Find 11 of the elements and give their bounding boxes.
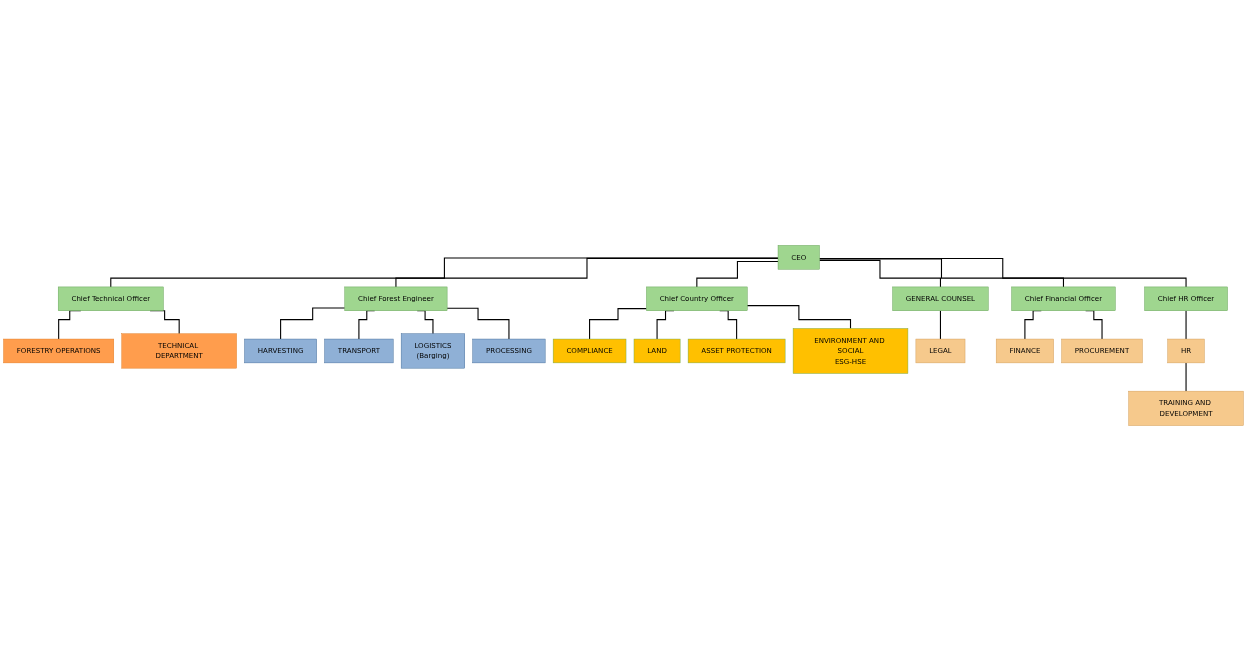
connector [746, 305, 852, 329]
connector [395, 257, 779, 288]
connector [589, 308, 647, 340]
connector [818, 259, 941, 288]
connector [939, 310, 941, 340]
connector [280, 307, 346, 340]
connector [818, 257, 1187, 288]
connector [110, 257, 779, 288]
connector [696, 261, 779, 288]
connector [446, 307, 510, 340]
connector [818, 258, 1064, 288]
